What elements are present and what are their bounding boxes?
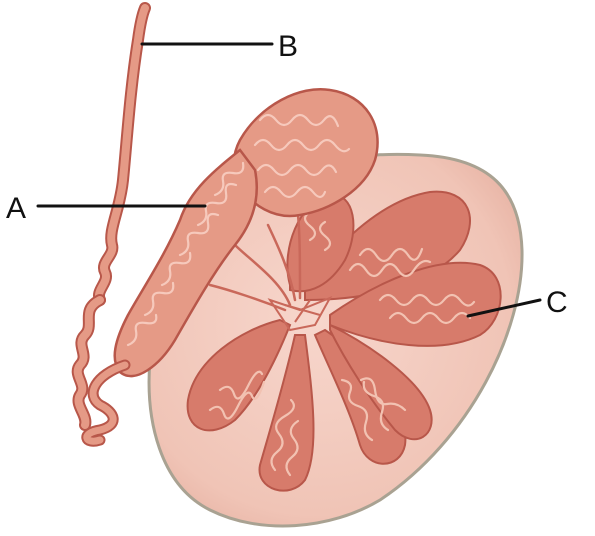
label-c: C (546, 286, 568, 319)
label-a: A (6, 192, 26, 225)
epididymis-tail (87, 365, 125, 441)
label-b: B (278, 30, 298, 63)
